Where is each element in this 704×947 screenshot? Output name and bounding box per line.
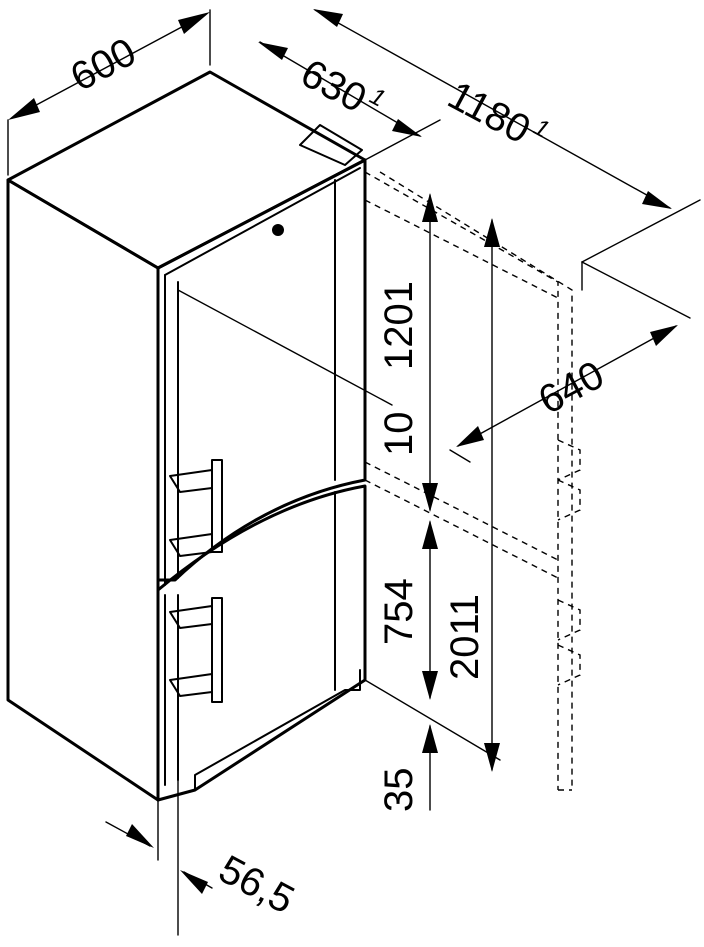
- dim-fridge-height-label: 1201: [377, 281, 421, 370]
- niche-outline: [364, 171, 701, 791]
- dim-fridge-height: 1201: [377, 193, 438, 512]
- fridge-body: [6, 70, 367, 802]
- dim-depth-label: 6301: [294, 49, 390, 129]
- dim-depth-open: 11801: [313, 9, 672, 209]
- dim-plinth-label: 35: [377, 768, 421, 813]
- dim-freezer-height: 754: [364, 520, 501, 761]
- dim-niche-depth: 640: [449, 325, 678, 463]
- dim-total-height: 2011: [443, 218, 500, 772]
- dim-total-height-label: 2011: [443, 594, 487, 680]
- dim-freezer-height-label: 754: [377, 578, 421, 645]
- dim-offset: 56,5: [105, 779, 301, 936]
- dim-gap-label: 10: [377, 412, 421, 457]
- door-handles: [169, 459, 223, 703]
- dim-width-label: 600: [64, 30, 144, 100]
- dim-niche-depth-label: 640: [532, 353, 612, 423]
- dim-plinth: 35: [377, 724, 438, 812]
- dim-offset-label: 56,5: [212, 847, 301, 922]
- dim-width: 600: [7, 9, 211, 176]
- dim-depth-open-label: 11801: [441, 71, 554, 160]
- dim-gap: 10: [177, 289, 421, 457]
